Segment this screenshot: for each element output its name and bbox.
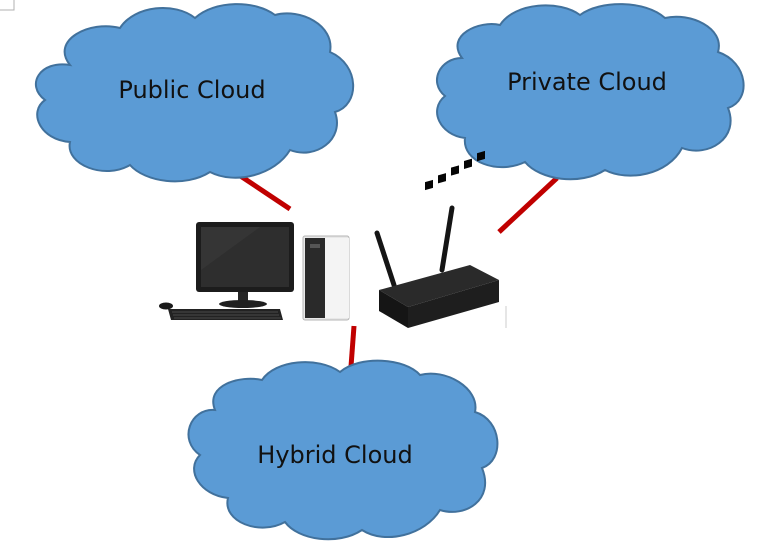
router-side	[379, 290, 408, 328]
connector-private-cloud	[497, 176, 559, 234]
hybrid-cloud-label: Hybrid Cloud	[257, 441, 412, 469]
keyboard-keys	[172, 311, 281, 319]
hybrid-cloud-shape	[187, 359, 499, 541]
router-top	[379, 265, 499, 307]
frame-corner	[0, 0, 15, 11]
private-cloud: Private Cloud	[435, 3, 745, 181]
wifi-router-icon	[374, 150, 507, 328]
pc-tower-front	[305, 238, 325, 318]
pc-tower-side	[325, 238, 349, 318]
public-cloud: Public Cloud	[34, 3, 355, 183]
monitor-glare	[201, 227, 260, 270]
mouse-icon	[159, 302, 173, 310]
private-cloud-label: Private Cloud	[507, 68, 667, 96]
private-cloud-shape	[435, 3, 745, 181]
desktop-computer-icon	[159, 222, 350, 321]
router-antenna-left	[374, 230, 397, 288]
hybrid-cloud: Hybrid Cloud	[187, 359, 499, 541]
public-cloud-label: Public Cloud	[118, 76, 265, 104]
public-cloud-shape	[34, 3, 355, 183]
monitor-neck	[238, 292, 248, 302]
router-ports	[425, 150, 485, 191]
monitor-base	[219, 300, 267, 308]
router-front	[408, 280, 499, 328]
pc-tower-drive	[310, 244, 320, 248]
router-antenna-right	[439, 205, 455, 273]
